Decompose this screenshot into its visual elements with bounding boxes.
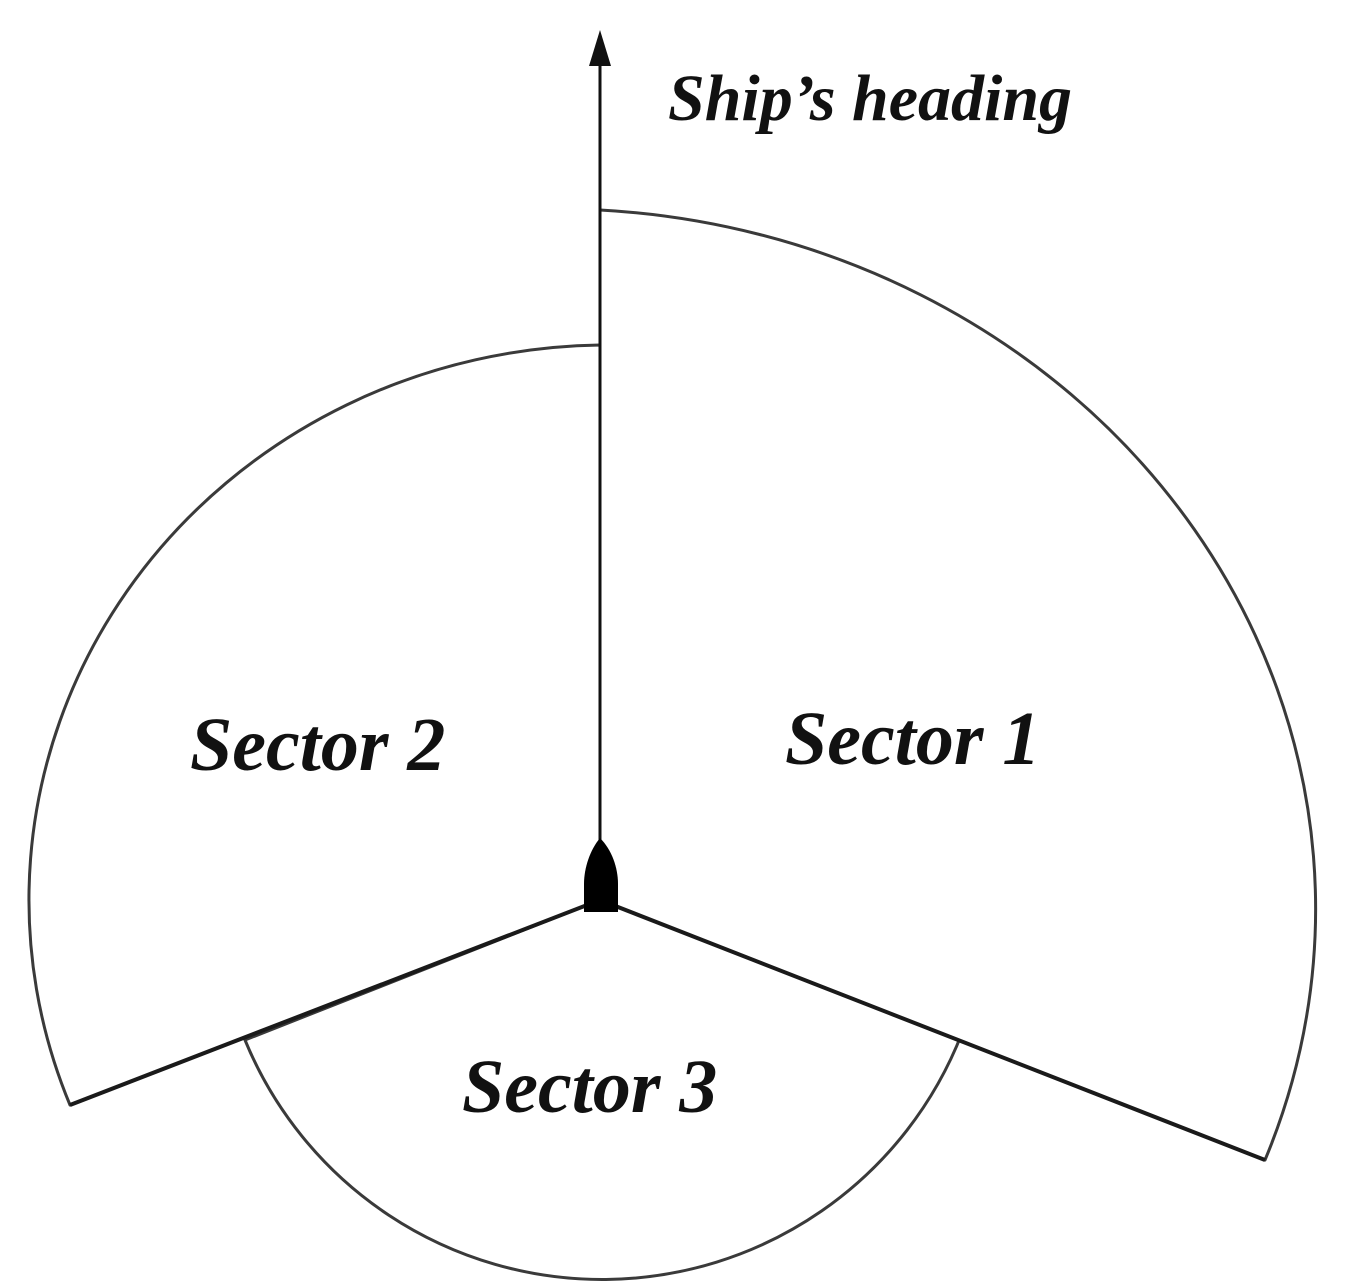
sector-3-label: Sector 3: [462, 1045, 717, 1129]
sector-1-label: Sector 1: [785, 697, 1040, 781]
sector-2-3-divider: [69, 898, 601, 1107]
sector-2-label: Sector 2: [190, 703, 445, 787]
ship-icon: [584, 838, 618, 912]
sector-2-area: [27, 343, 602, 1107]
sector-3-area: [243, 898, 964, 1281]
heading-label: Ship’s heading: [668, 62, 1072, 135]
sector-1-3-divider: [599, 898, 1266, 1162]
heading-arrowhead-icon: [589, 30, 611, 66]
sector-1-area: [598, 208, 1318, 1162]
